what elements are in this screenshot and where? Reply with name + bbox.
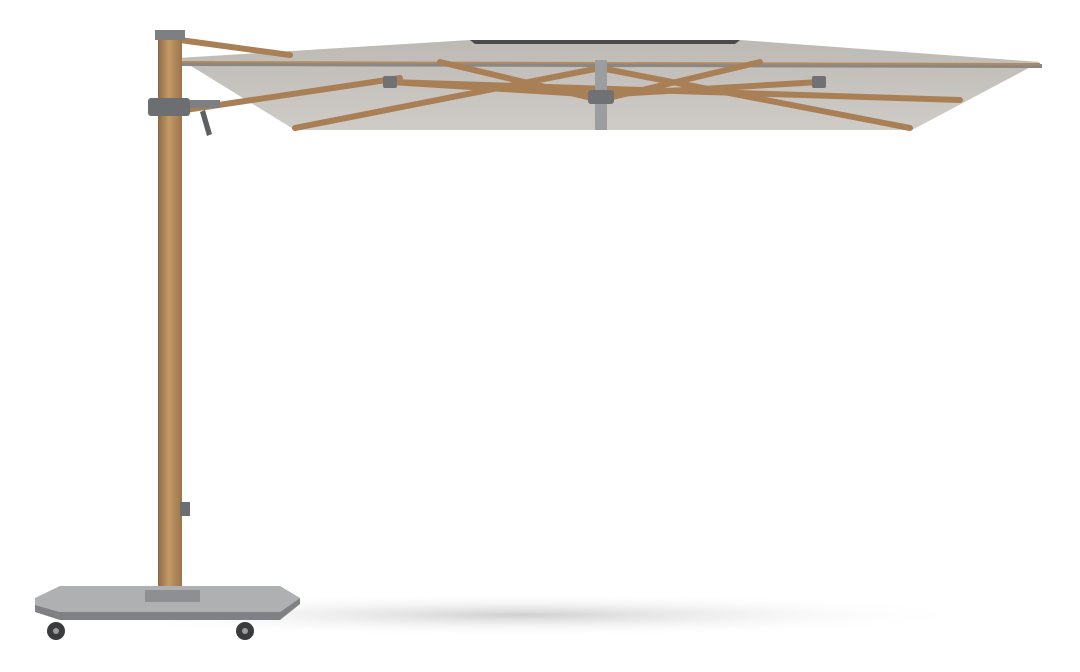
umbrella-base bbox=[35, 586, 300, 620]
pole-cap bbox=[155, 30, 185, 40]
umbrella-pole bbox=[158, 34, 182, 602]
tilt-handle bbox=[148, 98, 220, 136]
rotation-lock bbox=[180, 502, 190, 516]
canopy bbox=[174, 40, 1043, 130]
canopy-hub bbox=[383, 60, 826, 130]
umbrella-ribs bbox=[177, 37, 963, 131]
base-wheels bbox=[47, 622, 254, 640]
